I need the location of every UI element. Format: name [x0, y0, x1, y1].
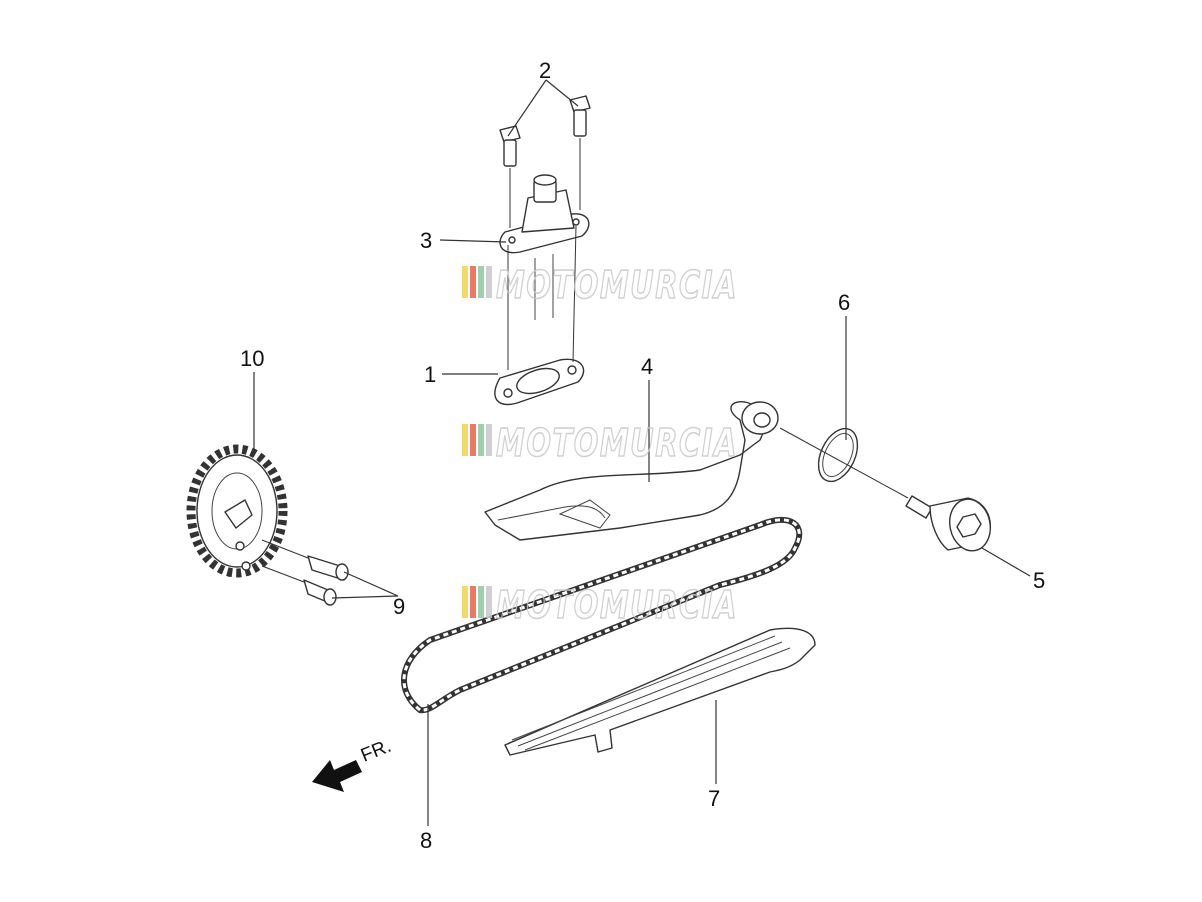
o-ring [817, 427, 859, 483]
leader-lines [253, 79, 1031, 826]
wm-stripe [462, 586, 468, 618]
callout-5: 5 [1033, 568, 1045, 593]
watermark-text: MOTOMURCIA [496, 421, 738, 465]
callout-3: 3 [420, 228, 432, 253]
wm-stripe [478, 586, 484, 618]
watermark-text: MOTOMURCIA [496, 263, 738, 307]
cam-sprocket [186, 444, 288, 578]
pivot-bolt [779, 427, 991, 552]
callout-10: 10 [240, 346, 264, 371]
tensioner-gasket [494, 358, 585, 406]
wm-stripe [486, 586, 492, 618]
wm-stripe [486, 424, 492, 456]
wm-stripe [478, 266, 484, 298]
chain-tensioner [499, 174, 590, 370]
front-direction-indicator: FR. [312, 736, 394, 792]
watermark-middle: MOTOMURCIA [462, 420, 738, 466]
front-arrow-icon [312, 760, 362, 792]
chain-guide [504, 627, 816, 756]
callout-4: 4 [641, 354, 653, 379]
tensioner-slide [484, 401, 779, 541]
watermark-bottom: MOTOMURCIA [462, 582, 738, 628]
wm-stripe [462, 266, 468, 298]
tensioner-bolts [499, 95, 591, 228]
front-direction-label: FR. [358, 736, 394, 767]
callout-6: 6 [838, 290, 850, 315]
watermark-top: MOTOMURCIA [462, 262, 738, 308]
wm-stripe [470, 424, 476, 456]
wm-stripe [486, 266, 492, 298]
sprocket-bolts [261, 539, 349, 606]
wm-stripe [478, 424, 484, 456]
callouts: 1 2 3 4 5 6 7 8 9 10 [240, 58, 1045, 853]
callout-7: 7 [708, 786, 720, 811]
callout-9: 9 [393, 594, 405, 619]
watermark-text: MOTOMURCIA [496, 583, 738, 627]
timing-chain [401, 516, 803, 714]
callout-2: 2 [539, 58, 551, 83]
callout-1: 1 [424, 362, 436, 387]
wm-stripe [470, 266, 476, 298]
wm-stripe [462, 424, 468, 456]
wm-stripe [470, 586, 476, 618]
callout-8: 8 [420, 828, 432, 853]
